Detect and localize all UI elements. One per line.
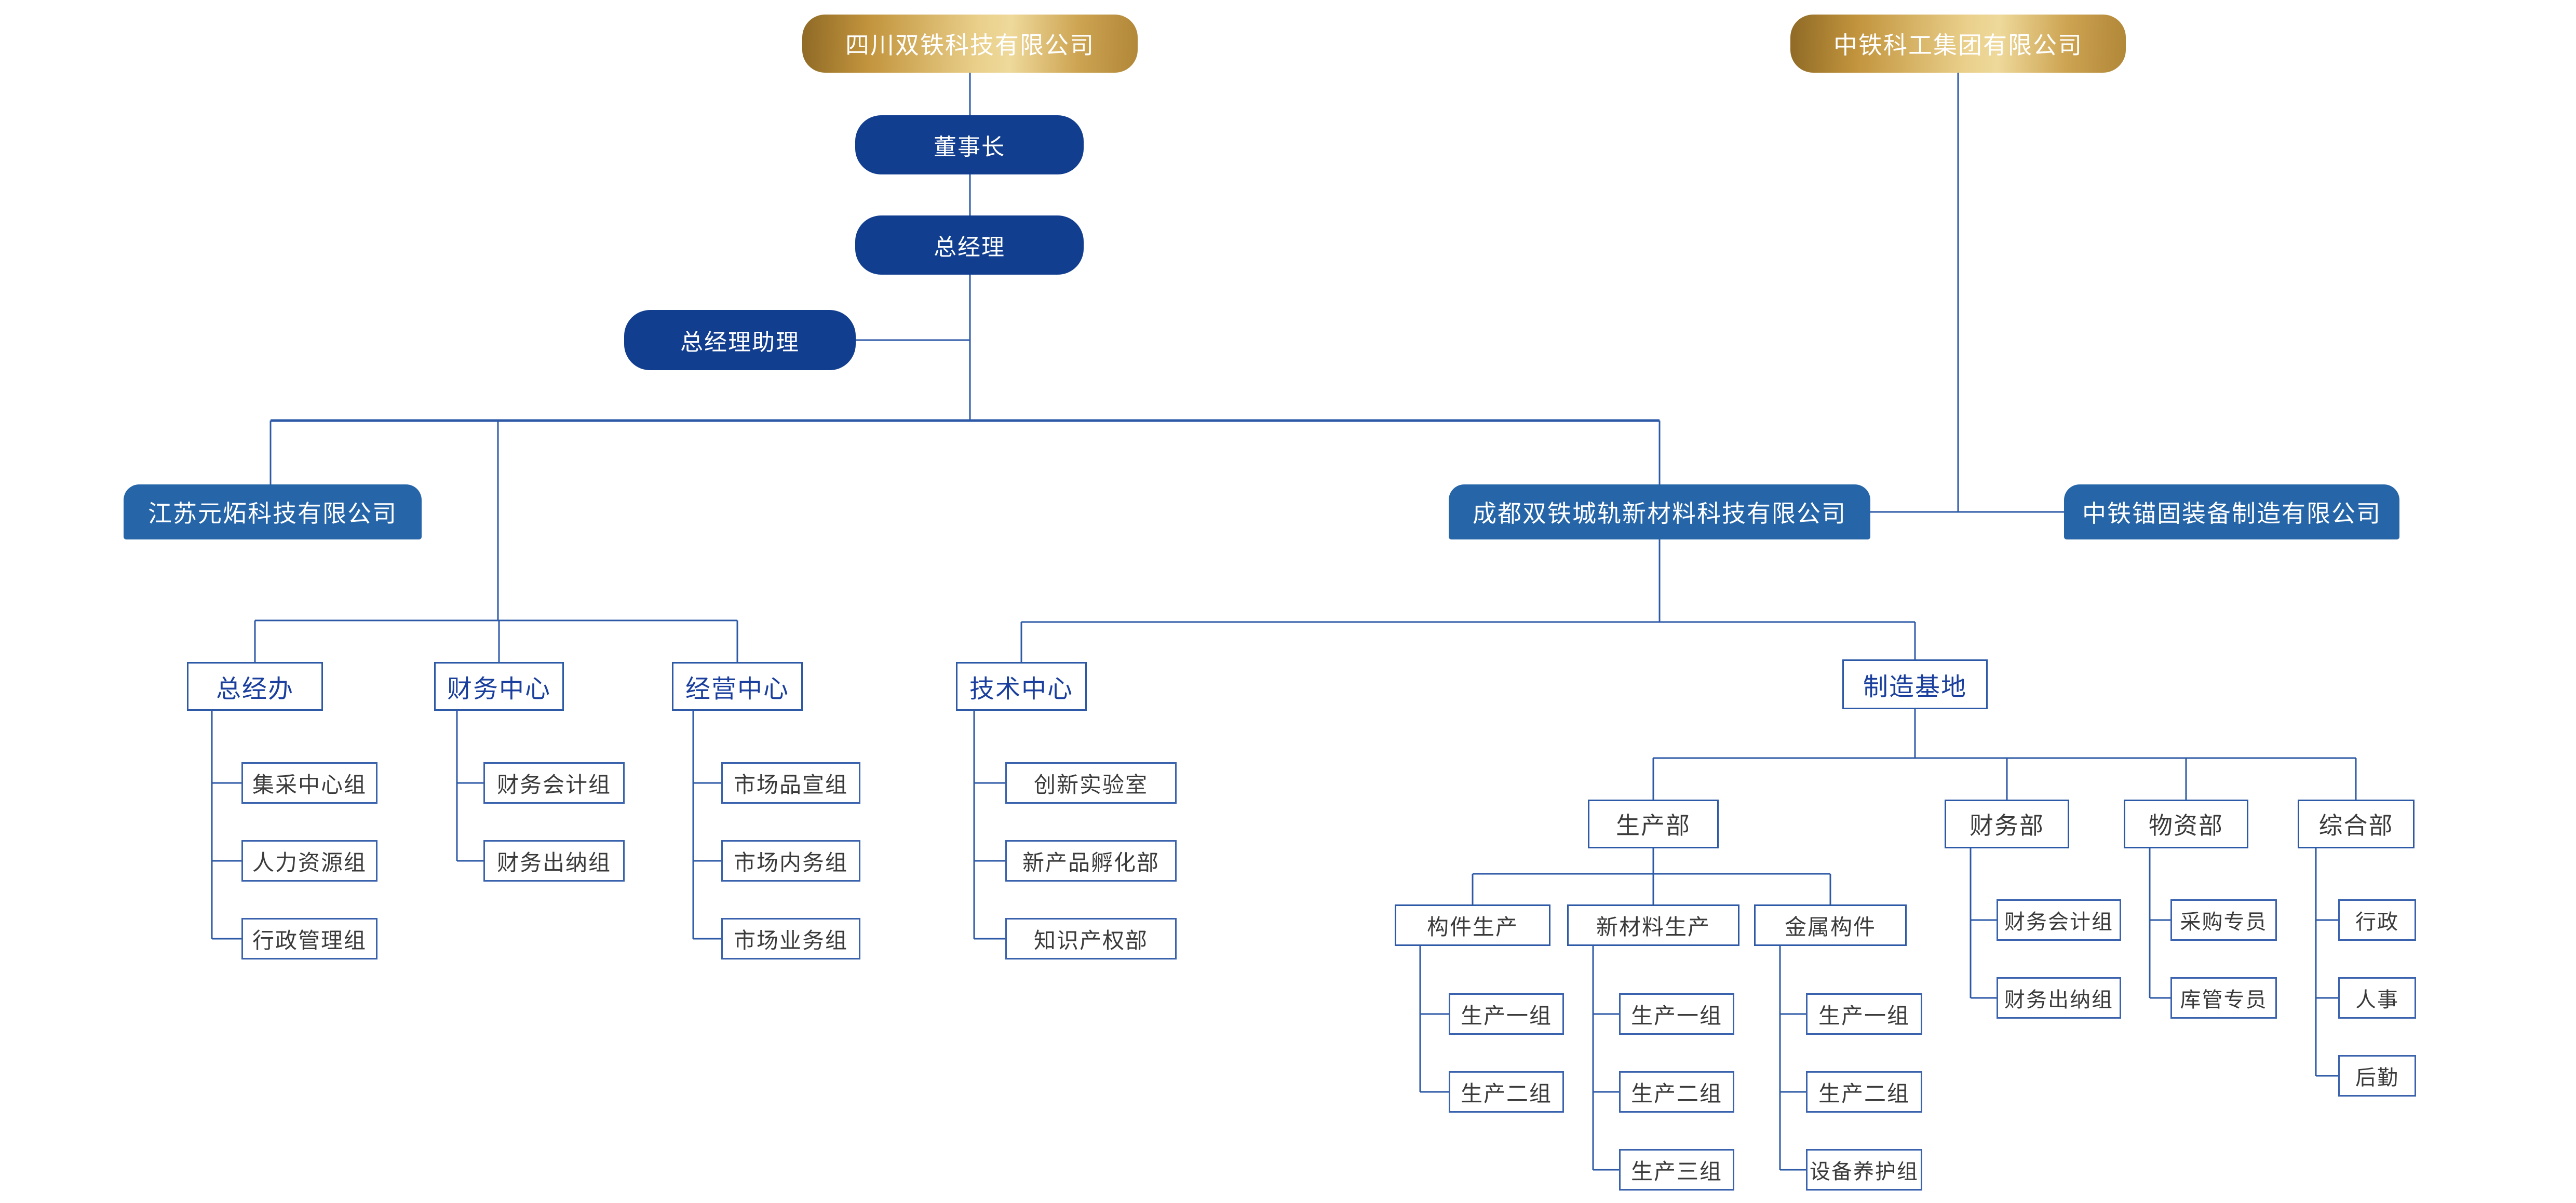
section-goujianshengchan: 构件生产 [1395,904,1550,946]
team-caiwukuaiji: 财务会计组 [483,762,625,804]
connector-zonghebu-teams [2315,848,2338,1077]
dept-caiwuzhongxin: 财务中心 [434,662,564,711]
connector-jingying-teams [692,711,721,940]
team-xincailiao-shengchan3: 生产三组 [1619,1149,1734,1191]
connector-zongjingban-teams [211,711,241,940]
dept-wuzibu: 物资部 [2124,800,2248,848]
section-xincailiaoshengchan: 新材料生产 [1567,904,1739,946]
connector-chengdu-depts-drops [1020,622,1916,662]
parent-group-zhongtie-kegong: 中铁科工集团有限公司 [1790,15,2126,73]
connector-goujian-teams [1419,946,1449,1093]
dept-zongjingban: 总经办 [187,662,323,711]
dept-jishuzhongxin: 技术中心 [956,662,1087,711]
role-general-manager: 总经理 [855,215,1084,275]
role-chairman: 董事长 [855,115,1084,174]
team-renshi: 人事 [2338,977,2416,1019]
subsidiary-zhongtie-maogu: 中铁锚固装备制造有限公司 [2064,484,2399,539]
subsidiary-chengdu-shuangtie: 成都双铁城轨新材料科技有限公司 [1449,484,1870,539]
team-shebeiyanghu: 设备养护组 [1806,1149,1922,1191]
dept-jingyingzhongxin: 经营中心 [672,662,803,711]
team-base-caiwuchuna: 财务出纳组 [1997,977,2121,1019]
team-shichangyewu: 市场业务组 [721,918,860,959]
team-caiwuchuna: 财务出纳组 [483,840,625,882]
team-xincailiao-shengchan1: 生产一组 [1619,993,1734,1035]
team-shichangpinxuan: 市场品宣组 [721,762,860,804]
connector-caiwuzhongxin-teams [456,711,483,862]
dept-zhizaojidi: 制造基地 [1842,659,1988,709]
section-jinshugoujian: 金属构件 [1754,904,1907,946]
team-jinshu-shengchan1: 生产一组 [1806,993,1922,1035]
connector-jinshu-teams [1779,946,1806,1171]
connector-wuzibu-teams [2149,848,2170,999]
team-caigouzhuanyuan: 采购专员 [2170,899,2277,941]
team-houqin: 后勤 [2338,1055,2416,1097]
team-xingzheng: 行政 [2338,899,2416,941]
dept-zonghebu: 综合部 [2298,800,2415,848]
connector-xincailiao-teams [1592,946,1619,1171]
subsidiary-jiangsu-yuanshi: 江苏元炻科技有限公司 [124,484,422,539]
parent-group-sichuan-shuangtie: 四川双铁科技有限公司 [802,15,1138,73]
connector-base-drops [1652,758,2357,800]
team-shichangneiwu: 市场内务组 [721,840,860,882]
connector-jiangsu-depts-drops [254,620,738,662]
team-kuguanzhuanyuan: 库管专员 [2170,977,2277,1019]
team-goujian-shengchan1: 生产一组 [1449,993,1564,1035]
team-xincailiao-shengchan2: 生产二组 [1619,1071,1734,1113]
team-goujian-shengchan2: 生产二组 [1449,1071,1564,1113]
team-xinchanpinfuhua: 新产品孵化部 [1005,840,1177,882]
dept-shengchanbu: 生产部 [1588,800,1719,848]
team-xingzhengguanli: 行政管理组 [241,918,377,959]
team-chuangxinshiyanshi: 创新实验室 [1005,762,1177,804]
team-zhishichanquan: 知识产权部 [1005,918,1177,959]
team-jinshu-shengchan2: 生产二组 [1806,1071,1922,1113]
connector-caiwubu-teams [1970,848,1997,999]
dept-caiwubu: 财务部 [1945,800,2069,848]
team-jicaizhongxin: 集采中心组 [241,762,377,804]
role-gm-assistant: 总经理助理 [624,310,856,370]
team-renliziyuan: 人力资源组 [241,840,377,882]
team-base-caiwukuaiji: 财务会计组 [1997,899,2121,941]
connector-jishu-teams [973,711,1005,940]
connector-production-drops [1472,874,1831,904]
